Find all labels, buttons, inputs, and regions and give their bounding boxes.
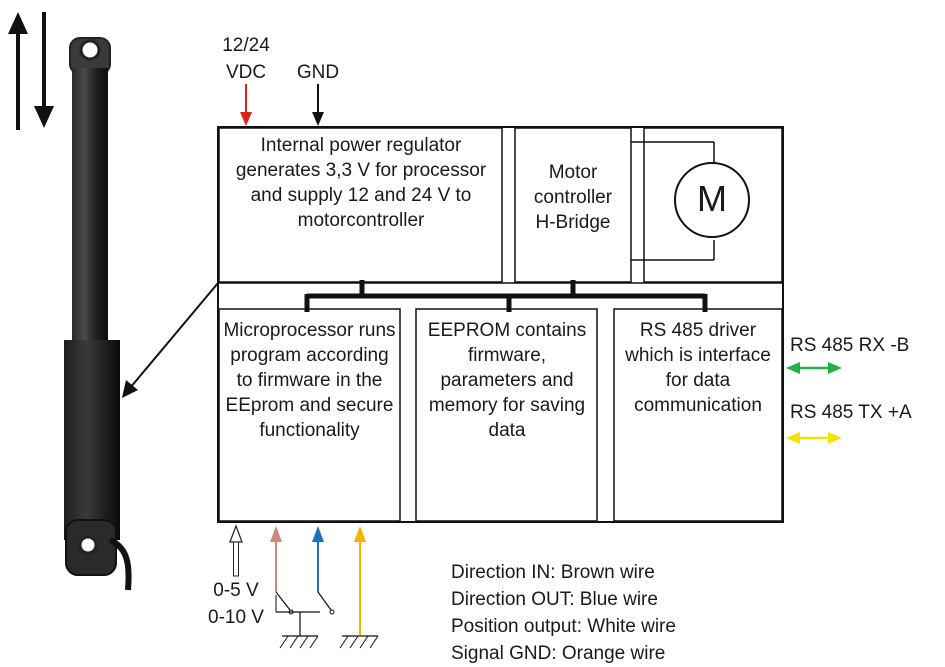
ground-label: GND	[296, 62, 340, 83]
motor-block	[643, 127, 783, 283]
brown-wire-arrow	[270, 526, 282, 592]
wire-legend-position-output: Position output: White wire	[451, 616, 676, 637]
rs485-rx-label: RS 485 RX -B	[790, 335, 910, 356]
wire-legend-direction-in: Direction IN: Brown wire	[451, 562, 655, 583]
internal-bus	[304, 280, 708, 312]
orange-wire-arrow	[354, 526, 366, 635]
up-down-arrows-icon	[8, 12, 54, 130]
microprocessor-text: Microprocessor runs program according to…	[223, 320, 396, 441]
controller-housing	[217, 126, 784, 523]
rs485-tx-label: RS 485 TX +A	[790, 402, 912, 423]
voltage-label-line2: VDC	[225, 62, 267, 83]
wire-legend-signal-gnd: Signal GND: Orange wire	[451, 643, 666, 664]
analog-range-10v: 0-10 V	[208, 607, 264, 628]
eeprom-text: EEPROM contains firmware, parameters and…	[427, 320, 587, 441]
motor-controller-text: Motor controller H-Bridge	[533, 162, 613, 233]
power-arrow	[240, 84, 252, 126]
linear-actuator-icon	[64, 37, 132, 591]
direction-switches	[275, 591, 335, 636]
ground-arrow	[312, 84, 324, 126]
motor-circle	[674, 162, 750, 238]
power-regulator-text: Internal power regulator generates 3,3 V…	[235, 135, 487, 231]
rs485-block	[613, 308, 783, 522]
pointer-arrow	[122, 282, 219, 398]
ground-symbol-icon	[339, 635, 379, 649]
motor-symbol-label: M	[697, 178, 727, 219]
analog-range-5v: 0-5 V	[213, 580, 259, 601]
white-wire-arrow	[229, 524, 243, 577]
rs485-driver-text: RS 485 driver which is interface for dat…	[625, 320, 771, 416]
ground-symbol-icon	[279, 635, 319, 649]
voltage-label-line1: 12/24	[222, 35, 270, 56]
rs485-tx-arrow	[786, 432, 842, 444]
wire-legend-direction-out: Direction OUT: Blue wire	[451, 589, 658, 610]
rs485-rx-arrow	[786, 362, 842, 374]
motor-wiring	[631, 141, 715, 261]
blue-wire-arrow	[312, 526, 324, 592]
